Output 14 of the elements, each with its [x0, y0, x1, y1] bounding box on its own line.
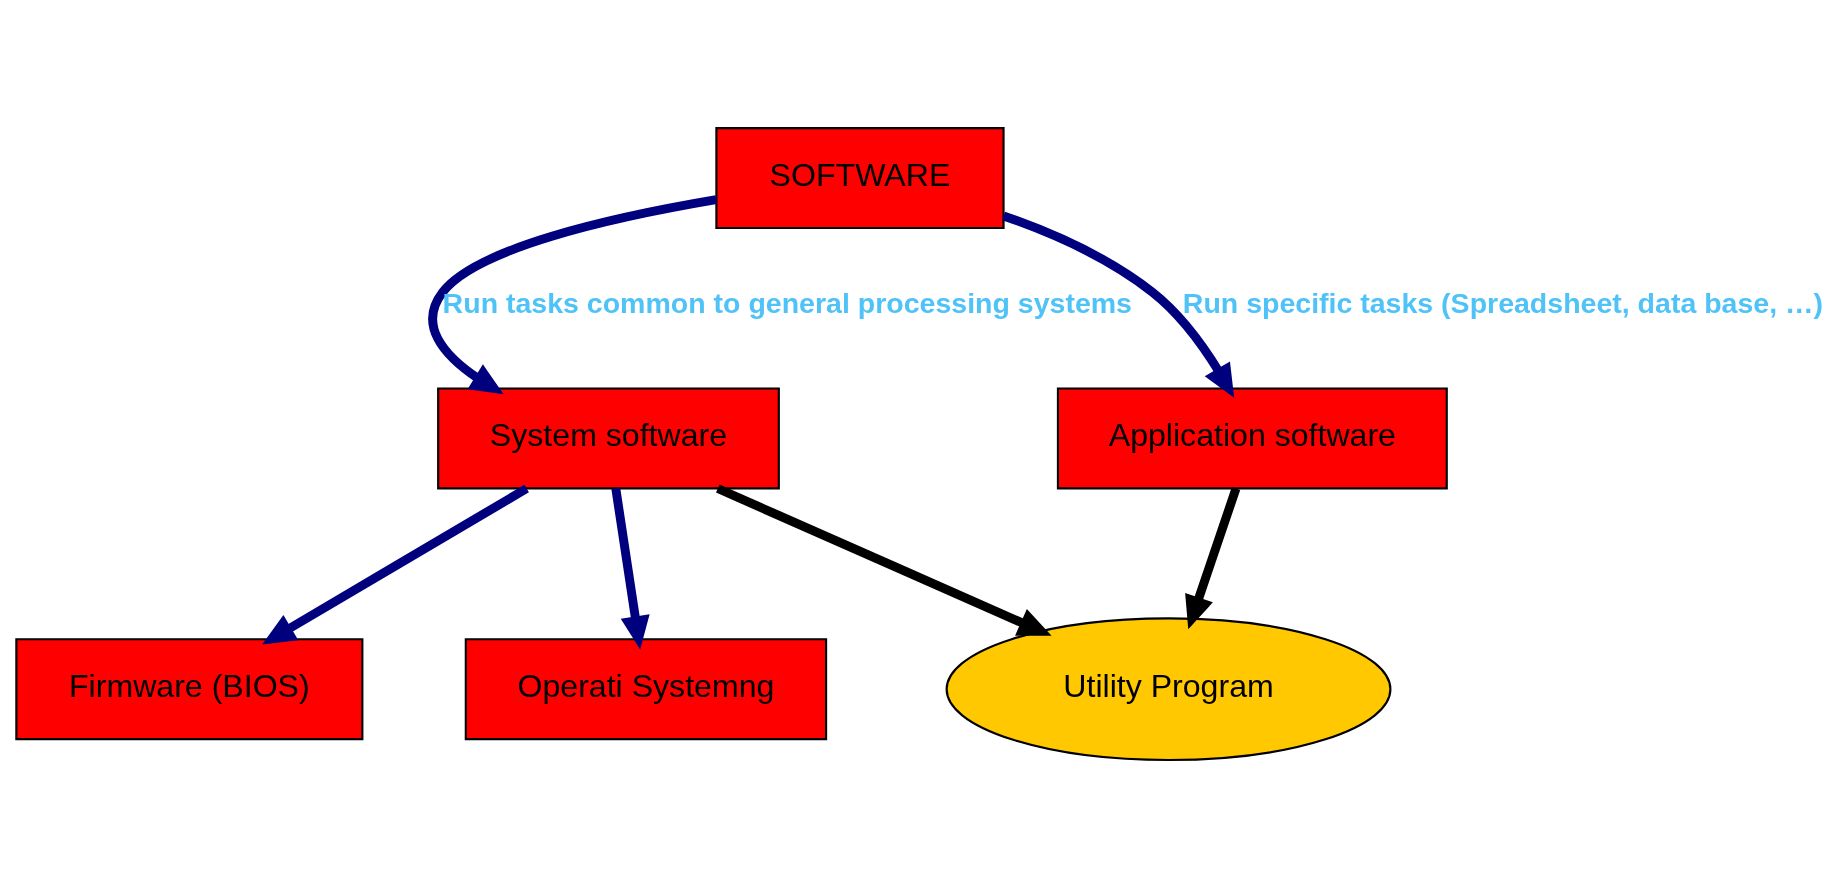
arrow — [716, 483, 1052, 636]
node-box: Firmware (BIOS) — [15, 637, 364, 740]
node-box: SOFTWARE — [715, 126, 1005, 229]
edge-label: Run tasks common to general processing systems — [442, 286, 1132, 319]
arrow — [611, 487, 650, 649]
node-ellipse: Utility Program — [945, 616, 1392, 761]
arrow — [1185, 486, 1241, 629]
edge-label: Run specific tasks (Spreadsheet, data base, …) — [1182, 286, 1824, 319]
node-box: Application software — [1056, 386, 1448, 489]
node-box: System software — [437, 386, 780, 489]
arrow — [262, 484, 529, 645]
arrow — [1002, 211, 1235, 398]
node-box: Operati Systemng — [464, 637, 828, 740]
arrow — [428, 194, 717, 394]
